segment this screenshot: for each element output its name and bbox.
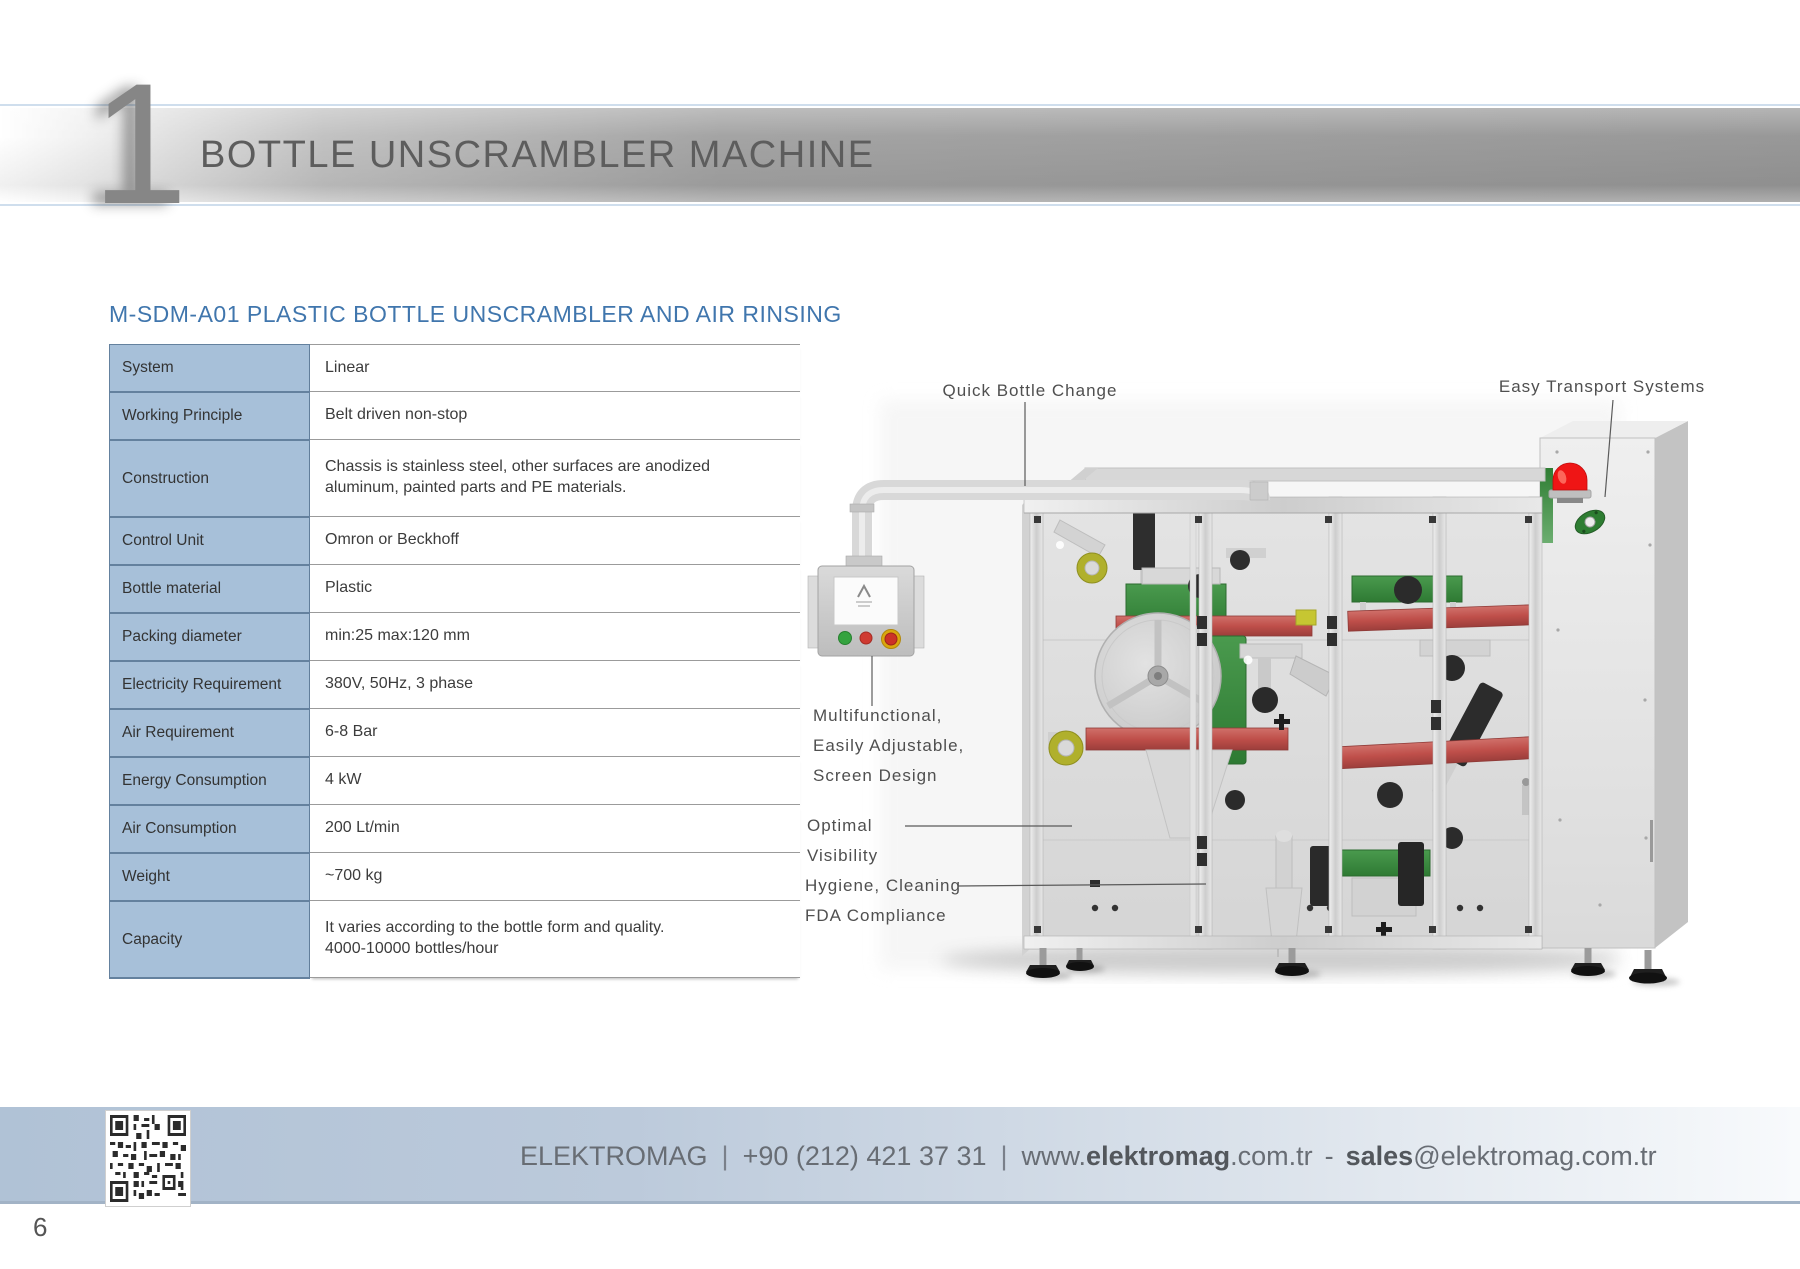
footer-phone: +90 (212) 421 37 31 <box>742 1141 987 1171</box>
footer-email: sales@elektromag.com.tr <box>1345 1141 1657 1171</box>
footer-company: ELEKTROMAG <box>520 1141 708 1171</box>
footer-separator: | <box>721 1141 729 1171</box>
spec-value-cell: min:25 max:120 mm <box>310 613 800 661</box>
spec-label-cell: Air Consumption <box>109 805 310 854</box>
unscrambler-disc <box>1094 612 1222 740</box>
spec-label-cell: System <box>109 344 310 393</box>
spec-value-cell: 380V, 50Hz, 3 phase <box>310 661 800 709</box>
beacon-light <box>1548 462 1592 503</box>
callout-easy-transport-systems: Easy Transport Systems <box>1498 377 1706 396</box>
header-bottom-rule <box>0 204 1800 206</box>
chapter-number: 1 <box>92 48 188 240</box>
easy-transport-line <box>1604 399 1614 498</box>
spec-value-cell: Chassis is stainless steel, other surfac… <box>310 440 800 517</box>
header-band: BOTTLE UNSCRAMBLER MACHINE <box>0 108 1800 202</box>
hmi-panel <box>807 555 925 657</box>
footer-dash: - <box>1324 1141 1334 1171</box>
spec-value-cell: Belt driven non-stop <box>310 392 800 440</box>
page-title: BOTTLE UNSCRAMBLER MACHINE <box>200 133 875 176</box>
callout-quick-bottle-change: Quick Bottle Change <box>942 381 1118 400</box>
spec-value-cell: 4 kW <box>310 757 800 805</box>
qr-code <box>105 1110 191 1207</box>
hygiene-fda-line <box>957 883 1207 887</box>
spec-value-cell: It varies according to the bottle form a… <box>310 901 800 978</box>
callout-hygiene-fda: Hygiene, Cleaning FDA Compliance <box>805 876 961 925</box>
spec-value-cell: 6-8 Bar <box>310 709 800 757</box>
spec-label-cell: Working Principle <box>109 392 310 441</box>
spec-label-cell: Bottle material <box>109 565 310 614</box>
callout-lines <box>871 399 1614 887</box>
spec-label-cell: Energy Consumption <box>109 757 310 806</box>
footer-band <box>0 1107 1800 1204</box>
spec-label-cell: Electricity Requirement <box>109 661 310 710</box>
spec-label-cell: Capacity <box>109 901 310 979</box>
callout-optimal-visibility: Optimal Visibility <box>807 816 879 865</box>
section-title: M-SDM-A01 PLASTIC BOTTLE UNSCRAMBLER AND… <box>109 301 842 327</box>
page-number: 6 <box>33 1212 48 1242</box>
leveling-feet <box>1026 948 1680 986</box>
spec-row: Weight~700 kg <box>109 853 800 902</box>
cabinet-oval-fitting <box>1574 509 1606 535</box>
spec-label-cell: Control Unit <box>109 517 310 566</box>
spec-value-cell: ~700 kg <box>310 853 800 901</box>
spec-value-cell: 200 Lt/min <box>310 805 800 853</box>
footer-website: www.elektromag.com.tr <box>1021 1141 1313 1171</box>
spec-label-cell: Air Requirement <box>109 709 310 758</box>
spec-label-cell: Packing diameter <box>109 613 310 662</box>
spec-label-cell: Weight <box>109 853 310 902</box>
hmi-stop-button <box>859 631 873 645</box>
spec-value-cell: Omron or Beckhoff <box>310 517 800 565</box>
callout-screen-design: Multifunctional, Easily Adjustable, Scre… <box>813 706 965 785</box>
hmi-start-button <box>838 631 852 645</box>
footer-separator: | <box>1000 1141 1008 1171</box>
spec-value-cell: Plastic <box>310 565 800 613</box>
machine-illustration <box>807 399 1688 986</box>
spec-label-cell: Construction <box>109 440 310 518</box>
header-top-rule <box>0 104 1800 106</box>
spec-value-cell: Linear <box>310 344 800 392</box>
footer-contact: ELEKTROMAG | +90 (212) 421 37 31 | www.elekt… <box>520 1141 1657 1172</box>
